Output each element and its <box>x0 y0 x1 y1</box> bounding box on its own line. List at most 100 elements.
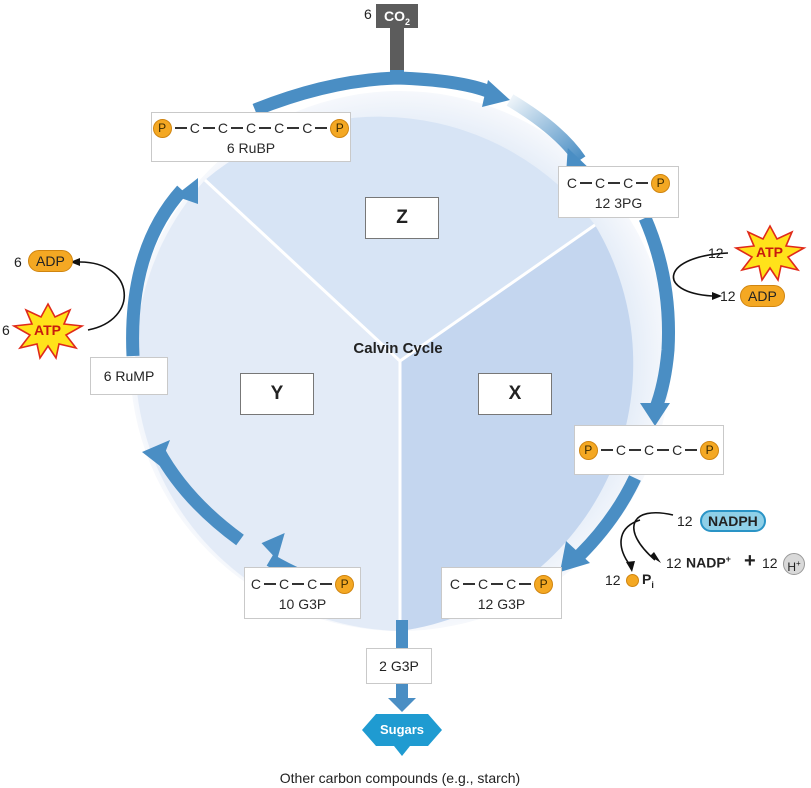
bpg-molecule: P C C C P <box>574 425 724 475</box>
arrowhead-g3p10 <box>261 533 285 560</box>
pi-count: 12 <box>605 572 621 588</box>
g3p-10-chain: C C C P <box>245 573 360 595</box>
nadph-arrowhead <box>650 552 661 563</box>
sugars-arrowhead <box>394 746 410 756</box>
arrowhead-g3p12 <box>560 541 590 572</box>
phosphate-icon <box>626 574 639 587</box>
ring-arc-top <box>252 71 493 117</box>
rubp-molecule: P C C C C C P 6 RuBP <box>151 112 351 162</box>
atp-burst-left <box>11 302 85 361</box>
carbon-atom: C <box>477 576 489 592</box>
carbon-atom: C <box>278 576 290 592</box>
ring-arc-left-lower <box>152 446 244 546</box>
arrowhead-rump <box>142 440 170 466</box>
g3p-12-chain: C C C P <box>442 573 561 595</box>
carbon-atom: C <box>643 442 655 458</box>
carbon-atom: C <box>245 120 257 136</box>
nadph-label: NADPH <box>700 510 766 532</box>
sector-x <box>400 225 634 631</box>
region-x-box: X <box>478 373 552 415</box>
adp-left-count: 6 <box>14 254 22 270</box>
atp-left-label: ATP <box>34 322 61 338</box>
3pg-label: 12 3PG <box>594 195 643 211</box>
ring-arc-right-lower <box>575 475 641 560</box>
divider-zy <box>203 178 402 363</box>
co2-subscript: 2 <box>404 16 410 27</box>
atp-burst-right <box>733 224 807 283</box>
region-y-box: Y <box>240 373 314 415</box>
pi-text: P <box>642 571 652 587</box>
atp-right-count: 12 <box>708 245 724 261</box>
carbon-atom: C <box>217 120 228 136</box>
ring-arc-top-right <box>506 94 586 164</box>
carbon-atom: C <box>250 576 261 592</box>
cycle-title: Calvin Cycle <box>353 340 443 357</box>
carbon-atom: C <box>615 442 626 458</box>
g3p-12-label: 12 G3P <box>477 596 526 612</box>
g3p-output-label: 2 G3P <box>366 648 432 684</box>
g3p-10-molecule: C C C P 10 G3P <box>244 567 361 619</box>
phosphate-icon: P <box>534 574 554 594</box>
carbon-atom: C <box>566 175 577 191</box>
carbon-atom: C <box>594 175 606 191</box>
adp-right-count: 12 <box>720 288 736 304</box>
g3p-10-label: 10 G3P <box>278 596 327 612</box>
nadph-count: 12 <box>677 513 693 529</box>
phosphate-icon: P <box>578 440 598 460</box>
g3p-12-molecule: C C C P 12 G3P <box>441 567 562 619</box>
pi-label: Pi <box>642 571 654 590</box>
rubp-chain: P C C C C C P <box>152 117 350 139</box>
co2-formula: CO <box>383 8 405 24</box>
phosphate-icon: P <box>330 118 350 138</box>
atp-left-curve <box>79 261 126 331</box>
carbon-atom: C <box>506 576 517 592</box>
co2-count: 6 <box>364 6 372 22</box>
h-count: 12 <box>762 555 778 571</box>
arrowhead-rubp <box>175 178 198 204</box>
co2-box: CO2 <box>376 4 418 28</box>
h-text: H <box>787 560 796 574</box>
carbon-atom: C <box>623 175 634 191</box>
3pg-molecule: C C C P 12 3PG <box>558 166 679 218</box>
nadp-sup: + <box>725 554 731 564</box>
atp-left-arrowhead <box>70 258 80 266</box>
nadp-text: NADP <box>686 554 726 571</box>
phosphate-icon: P <box>152 118 172 138</box>
atp-left-count: 6 <box>2 322 10 338</box>
carbon-atom: C <box>307 576 318 592</box>
carbon-atom: C <box>302 120 313 136</box>
carbon-atom: C <box>189 120 200 136</box>
atp-right-arrowhead <box>712 292 722 300</box>
carbon-atom: C <box>672 442 683 458</box>
phosphate-icon: P <box>700 440 720 460</box>
phosphate-icon: P <box>335 574 355 594</box>
sugars-hexagon <box>362 714 442 746</box>
atp-right-curve <box>672 252 729 297</box>
carbon-atom: C <box>449 576 460 592</box>
h-sup: + <box>796 559 801 568</box>
carbon-atom: C <box>274 120 285 136</box>
nadp-label: NADP+ <box>686 554 731 571</box>
h-ion: H+ <box>783 553 805 575</box>
atp-right-label: ATP <box>756 244 783 260</box>
3pg-chain: C C C P <box>559 172 678 194</box>
pi-arrowhead <box>626 561 635 572</box>
divider-zx <box>399 223 596 363</box>
adp-left-label: ADP <box>28 250 73 272</box>
rubp-label: 6 RuBP <box>226 140 276 156</box>
adp-right-label: ADP <box>740 285 785 307</box>
arrowhead-top <box>482 80 510 107</box>
pi-sub: i <box>651 579 654 590</box>
pi-curve <box>620 519 641 566</box>
bpg-chain: P C C C P <box>575 439 723 461</box>
rump-label: 6 RuMP <box>90 357 168 395</box>
other-compounds-label: Other carbon compounds (e.g., starch) <box>279 770 521 786</box>
sugars-label: Sugars <box>379 722 425 737</box>
nadp-count: 12 <box>666 555 682 571</box>
ring-arc-right <box>639 215 675 413</box>
arrowhead-bpg <box>640 403 670 426</box>
ring-arc-left-upper <box>126 185 187 357</box>
plus-sign: + <box>744 550 756 572</box>
phosphate-icon: P <box>651 173 671 193</box>
region-z-box: Z <box>365 197 439 239</box>
